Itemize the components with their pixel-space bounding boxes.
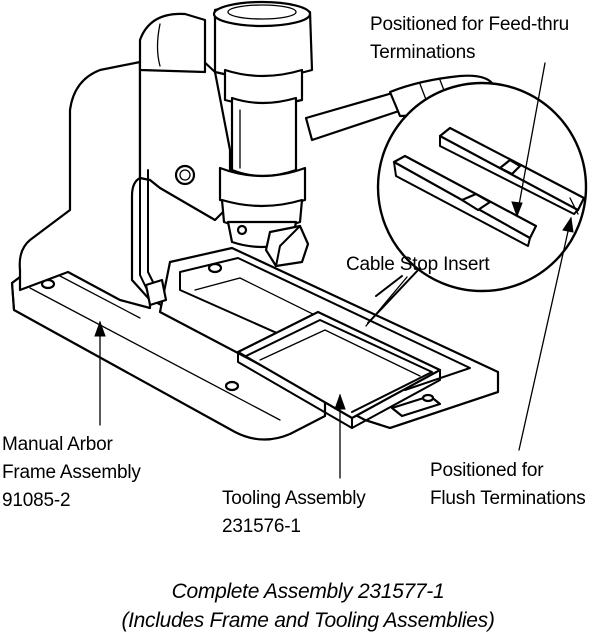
arrow-feed-thru <box>511 201 523 218</box>
caption-line2: (Includes Frame and Tooling Assemblies) <box>121 609 494 632</box>
ram-head <box>212 0 314 249</box>
leader-feed-thru <box>516 62 546 217</box>
tooling-label-line1: Tooling Assembly <box>222 488 366 509</box>
detail-inset <box>376 81 588 293</box>
feed-thru-label-line1: Positioned for Feed-thru <box>370 14 569 35</box>
leader-lines <box>94 62 574 479</box>
flush-label-line2: Flush Terminations <box>430 488 586 509</box>
caption-line1: Complete Assembly 231577-1 <box>172 580 445 603</box>
inset-connector-upper <box>375 275 403 297</box>
inset-connector-lower <box>367 267 421 324</box>
arrow-arbor <box>94 320 106 337</box>
feed-thru-label-line2: Terminations <box>370 42 475 63</box>
sliding-drawer <box>236 310 442 429</box>
arbor-frame <box>18 56 232 310</box>
arrow-flush <box>562 216 574 233</box>
arrow-tooling <box>334 393 346 410</box>
cable-stop-label: Cable Stop Insert <box>346 254 490 275</box>
back-handle-knob <box>138 12 207 74</box>
flush-label-line1: Positioned for <box>430 460 544 481</box>
manual-arbor-label-line2: Frame Assembly <box>2 462 141 483</box>
manual-arbor-label-line3: 91085-2 <box>2 490 70 511</box>
leader-flush <box>518 217 572 451</box>
manual-arbor-label-line1: Manual Arbor <box>2 434 113 455</box>
tooling-label-line2: 231576-1 <box>222 516 301 537</box>
stop-block <box>264 224 310 268</box>
